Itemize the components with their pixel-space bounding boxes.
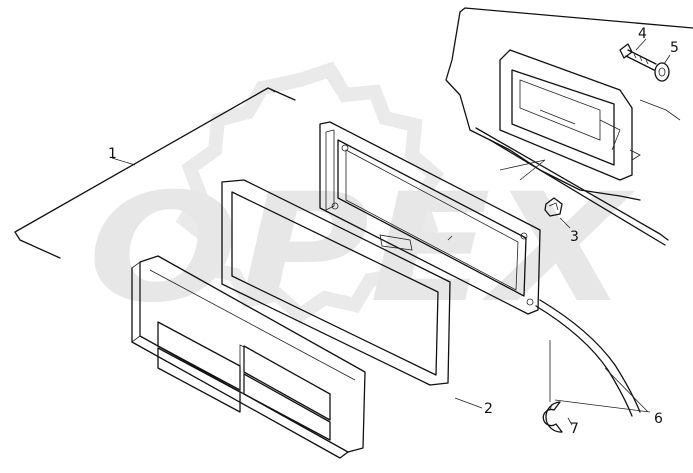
inner-window-frame: [319, 121, 541, 315]
part-3-clip: [544, 197, 563, 217]
part-1-gasket-sheet: [14, 87, 296, 259]
part-5-washer: [654, 62, 670, 82]
leader-2: [454, 397, 483, 409]
callout-7: 7: [570, 421, 579, 437]
watermark-gear-icon: [175, 61, 445, 324]
callout-2: 2: [484, 401, 493, 417]
leader-6: [549, 340, 651, 413]
leader-5: [663, 54, 671, 65]
part-2-bezel-frame: [221, 179, 451, 386]
door-panel: [445, 7, 693, 246]
callout-labels: 1 2 3 4 5 6 7: [108, 26, 679, 437]
callout-3: 3: [570, 229, 579, 245]
leader-3: [559, 217, 571, 229]
part-7-grommet: [542, 401, 563, 433]
leader-7: [567, 417, 573, 426]
part-4-bolt: [619, 43, 657, 71]
watermark: OPEX: [88, 61, 636, 336]
callout-5: 5: [670, 40, 679, 56]
callout-6: 6: [654, 411, 663, 427]
leader-1: [111, 157, 136, 166]
front-grille-panel: [131, 255, 366, 459]
callout-4: 4: [638, 26, 647, 42]
leader-4: [635, 38, 647, 51]
watermark-text: OPEX: [88, 162, 636, 336]
leader-lines: [111, 38, 671, 426]
callout-1: 1: [108, 146, 117, 162]
